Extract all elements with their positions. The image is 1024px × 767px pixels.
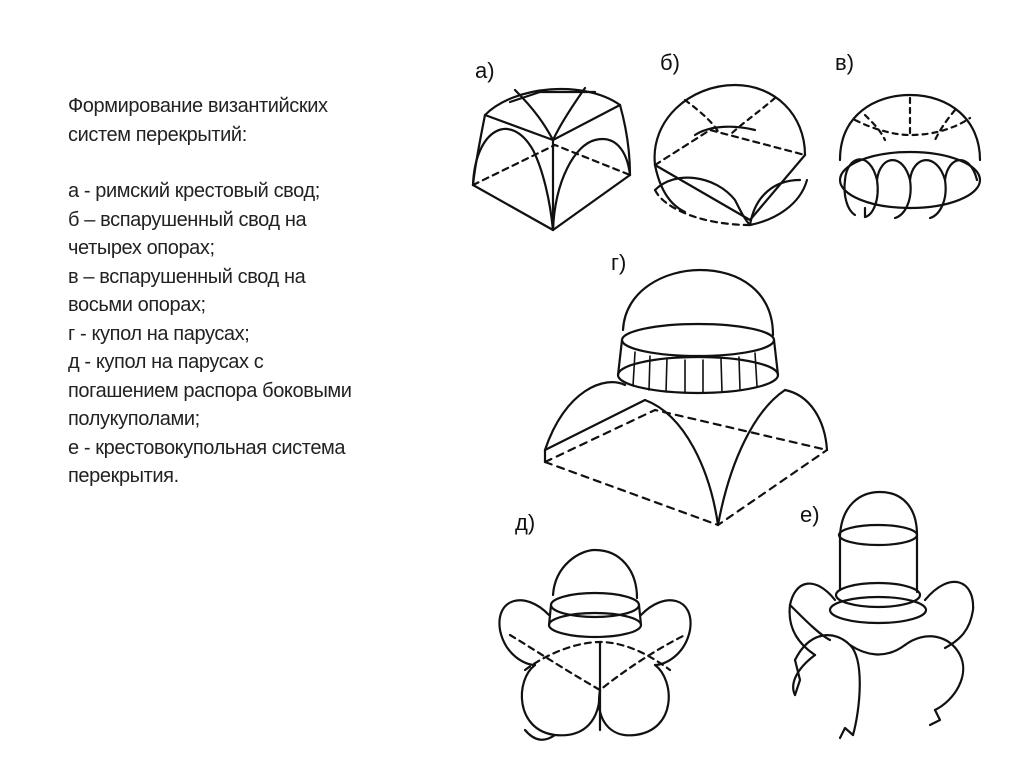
caption-item: б – вспарушенный свод на	[68, 208, 307, 231]
caption-item: в – вспарушенный свод на	[68, 265, 306, 288]
drawing-d-dome-with-semidomes: д)	[498, 510, 692, 741]
label-g: г)	[611, 250, 626, 275]
caption-item: д - купол на парусах с	[68, 351, 264, 373]
caption-item: погашением распора боковыми	[68, 379, 352, 402]
caption-text: Формирование византийских систем перекры…	[68, 92, 438, 491]
label-a: а)	[475, 58, 495, 83]
caption-item: перекрытия.	[68, 465, 179, 487]
caption-item: е - крестовокупольная система	[68, 436, 346, 459]
label-d: д)	[515, 510, 535, 535]
vault-systems-figure: а) б)	[455, 30, 1015, 750]
drawing-a-cross-vault: а)	[471, 58, 632, 232]
drawing-b-domical-vault-four: б)	[653, 50, 809, 227]
label-b: б)	[660, 50, 680, 75]
caption-item: восьми опорах;	[68, 294, 206, 316]
label-e: е)	[800, 502, 820, 527]
caption-item: г - купол на парусах;	[68, 322, 250, 345]
drawing-e-cross-domed-system: е)	[788, 490, 975, 740]
label-v: в)	[835, 50, 854, 75]
caption-item: полукуполами;	[68, 408, 200, 430]
caption-title-line-1: Формирование византийских	[68, 95, 328, 117]
caption-item: четырех опорах;	[68, 237, 215, 259]
drawing-g-dome-on-pendentives: г)	[543, 250, 829, 527]
drawing-v-domical-vault-eight: в)	[835, 50, 982, 220]
caption-title-line-2: систем перекрытий:	[68, 123, 247, 146]
vault-drawings: а) б)	[471, 50, 982, 741]
caption-spacer	[68, 149, 438, 177]
caption-item: а - римский крестовый свод;	[68, 180, 320, 202]
